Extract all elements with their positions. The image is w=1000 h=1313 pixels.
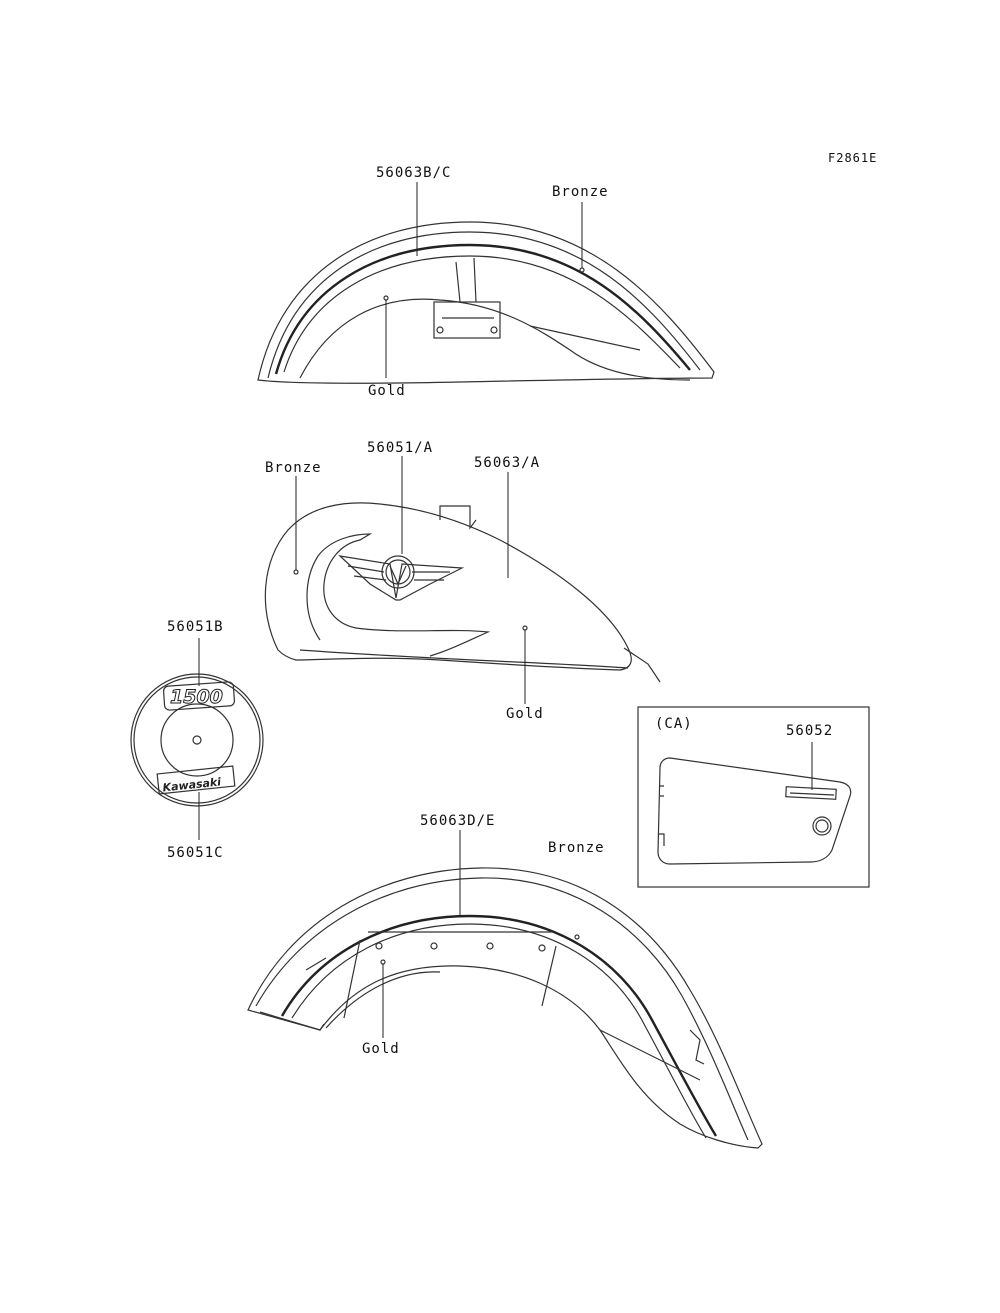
side-cover	[657, 757, 852, 865]
tank-winged-emblem	[338, 555, 465, 601]
figure-code: F2861E	[828, 151, 878, 165]
fuel-tank	[264, 502, 661, 683]
emblem-top-part-label: 56051B	[167, 619, 224, 635]
front-fender-gold-label: Gold	[362, 1041, 400, 1057]
rear-fender-part-label: 56063B/C	[376, 165, 452, 181]
tank-bronze-label: Bronze	[265, 460, 322, 476]
inset-region-label: (CA)	[655, 716, 693, 732]
rear-fender	[257, 221, 715, 384]
emblem-bottom-part-label: 56051C	[167, 845, 224, 861]
rear-fender-bronze-label: Bronze	[552, 184, 609, 200]
tank-emblem-part-label: 56051/A	[367, 440, 434, 456]
inset-box	[637, 706, 870, 888]
front-fender-part-label: 56063D/E	[420, 813, 496, 829]
emblem-bottom-text: Kawasaki	[162, 775, 222, 794]
round-emblem: 1500 Kawasaki	[130, 673, 264, 807]
tank-stripe-part-label: 56063/A	[474, 455, 541, 471]
rear-fender-gold-label: Gold	[368, 383, 406, 399]
tank-gold-label: Gold	[506, 706, 544, 722]
front-fender-bronze-label: Bronze	[548, 840, 605, 856]
front-fender	[247, 867, 763, 1149]
inset-part-label: 56052	[786, 723, 834, 739]
emblem-top-text: 1500	[170, 686, 223, 708]
